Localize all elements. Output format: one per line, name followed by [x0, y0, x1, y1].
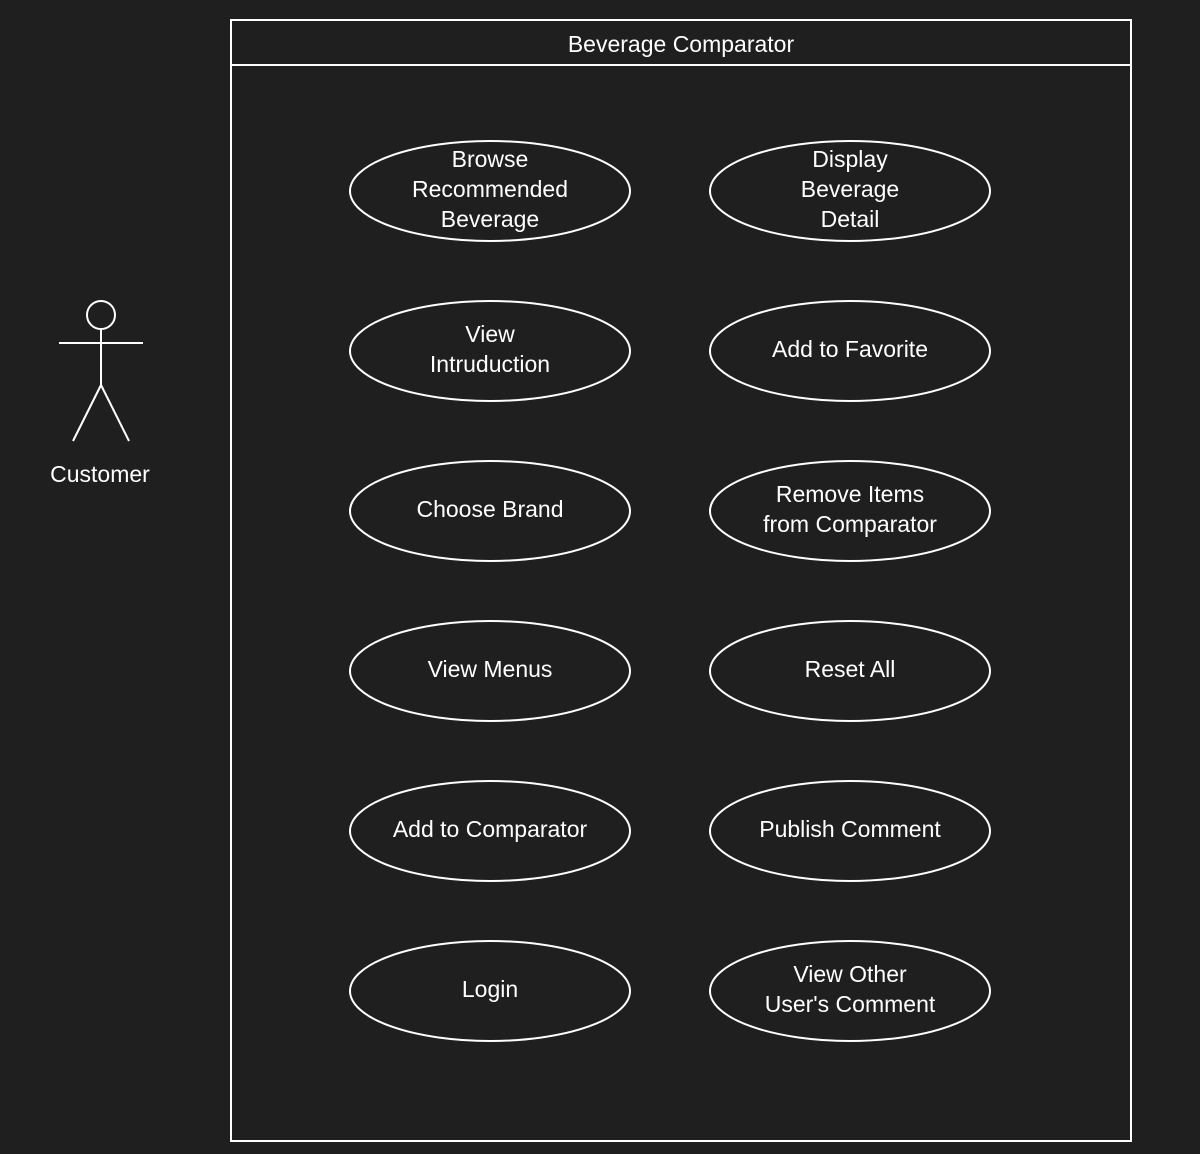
- use-case-ellipse: [709, 780, 991, 882]
- actor-customer[interactable]: Customer: [50, 300, 150, 487]
- use-case-label: from Comparator: [763, 511, 937, 537]
- use-case-ellipse: [709, 140, 991, 242]
- use-case-11[interactable]: Login: [349, 940, 631, 1042]
- use-case-label: View: [465, 321, 515, 347]
- use-case-ellipse: [349, 460, 631, 562]
- use-case-label: Reset All: [805, 656, 896, 682]
- use-case-label: Beverage: [441, 206, 539, 232]
- actor-left-leg: [72, 384, 102, 442]
- use-case-ellipse: [349, 140, 631, 242]
- use-case-8[interactable]: Reset All: [709, 620, 991, 722]
- system-boundary-box: [230, 19, 1132, 1142]
- use-case-label: Remove Items: [776, 481, 924, 507]
- use-case-9[interactable]: Add to Comparator: [349, 780, 631, 882]
- use-case-ellipse: [349, 940, 631, 1042]
- use-case-label: Intruduction: [430, 351, 550, 377]
- use-case-label: Publish Comment: [759, 816, 941, 842]
- actor-name: Customer: [50, 461, 150, 487]
- use-case-label: Recommended: [412, 176, 568, 202]
- use-cases: BrowseRecommendedBeverageDisplayBeverage…: [349, 140, 991, 1042]
- use-case-4[interactable]: Add to Favorite: [709, 300, 991, 402]
- system-boundary: Beverage Comparator: [230, 19, 1132, 1142]
- use-case-7[interactable]: View Menus: [349, 620, 631, 722]
- use-case-ellipse: [709, 940, 991, 1042]
- use-case-label: Display: [812, 146, 888, 172]
- use-case-ellipse: [709, 460, 991, 562]
- use-case-label: User's Comment: [765, 991, 936, 1017]
- use-case-label: View Menus: [428, 656, 553, 682]
- use-case-10[interactable]: Publish Comment: [709, 780, 991, 882]
- system-title: Beverage Comparator: [568, 31, 795, 57]
- use-case-ellipse: [349, 780, 631, 882]
- actor-head: [86, 300, 116, 330]
- actor-right-leg: [100, 384, 130, 442]
- use-case-label: Beverage: [801, 176, 899, 202]
- use-case-label: Add to Comparator: [393, 816, 588, 842]
- use-case-label: Login: [462, 976, 518, 1002]
- use-case-6[interactable]: Remove Items from Comparator: [709, 460, 991, 562]
- use-case-ellipse: [349, 300, 631, 402]
- use-case-label: View Other: [793, 961, 907, 987]
- use-case-label: Detail: [821, 206, 880, 232]
- use-case-ellipse: [349, 620, 631, 722]
- use-case-5[interactable]: Choose Brand: [349, 460, 631, 562]
- use-case-ellipse: [709, 620, 991, 722]
- use-case-label: Browse: [452, 146, 529, 172]
- use-case-label: Choose Brand: [416, 496, 563, 522]
- stick-figure-icon: [59, 300, 143, 442]
- use-case-label: Add to Favorite: [772, 336, 928, 362]
- use-case-ellipse: [709, 300, 991, 402]
